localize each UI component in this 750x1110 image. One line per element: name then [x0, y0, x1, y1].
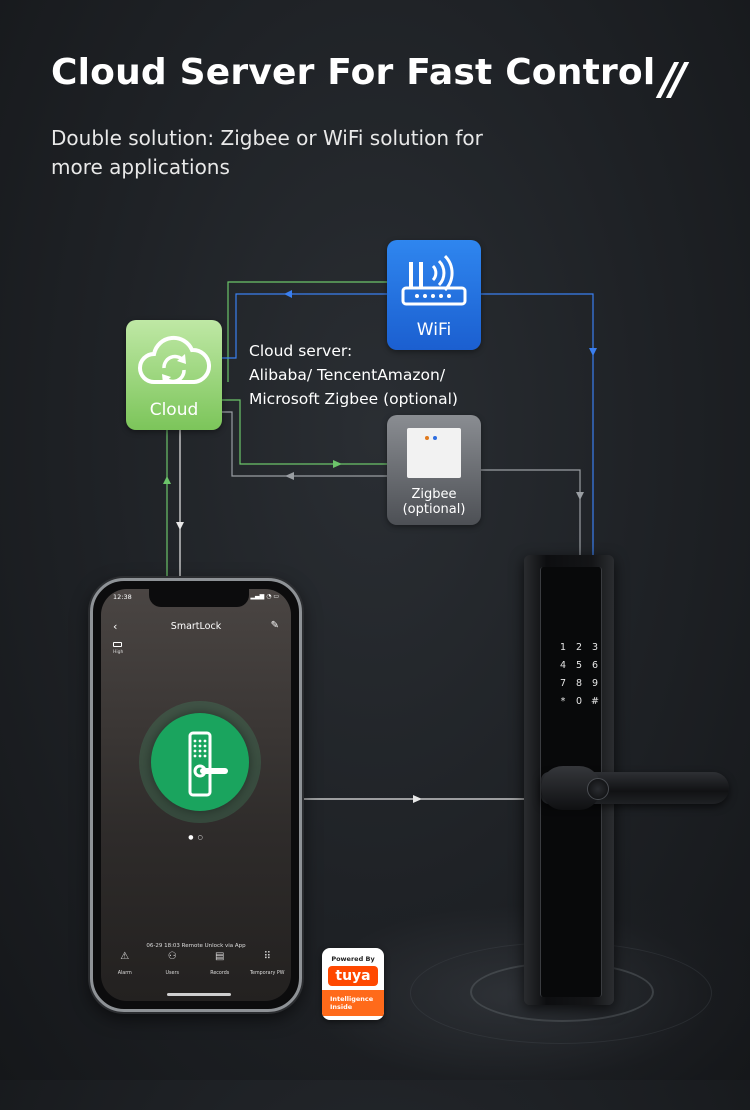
page-subtitle: Double solution: Zigbee or WiFi solution… [51, 126, 483, 179]
tuya-badge: Powered By tuya Intelligence Inside [322, 948, 384, 1020]
arrow-wifi-lock [589, 348, 597, 356]
cloud-label: Cloud [149, 400, 199, 420]
badge-tagline-line1: Intelligence [330, 995, 374, 1003]
server-info-line2: Alibaba/ TencentAmazon/ [249, 366, 446, 384]
connection-lines [163, 281, 597, 803]
server-info-line3: Microsoft Zigbee (optional) [249, 390, 458, 408]
tab-records-label: Records [210, 971, 230, 976]
key-hash: # [591, 696, 599, 707]
tab-alarm-label: Alarm [117, 971, 132, 976]
users-icon: ⚇ [167, 951, 177, 962]
battery-label: High [113, 650, 124, 655]
phone-notch [149, 589, 249, 607]
alarm-icon: ⚠ [120, 951, 130, 962]
zigbee-hub-icon [407, 428, 461, 478]
arrow-cloud-zigbee [333, 460, 342, 468]
badge-tagline-line2: Inside [330, 1003, 353, 1011]
home-indicator [167, 993, 231, 996]
key-4: 4 [559, 660, 567, 671]
status-icons: ▂▄▆ ◔ ▭ [250, 593, 279, 600]
tab-users-label: Users [165, 971, 179, 976]
key-3: 3 [591, 642, 599, 653]
unlock-button[interactable] [151, 713, 249, 811]
arrow-wifi-cloud [284, 290, 292, 298]
arrow-phone-cloud [163, 476, 171, 484]
cloud-sync-icon [138, 335, 211, 384]
key-0: 0 [575, 696, 583, 707]
zigbee-label-line2: (optional) [402, 502, 466, 517]
phone-screen: 12:38 ▂▄▆ ◔ ▭ ‹ SmartLock ✎ High ● ○ 06-… [101, 589, 291, 1001]
tab-alarm[interactable]: ⚠ Alarm [102, 951, 148, 985]
line-wifi-lock [481, 293, 594, 558]
cloud-node: Cloud [126, 320, 222, 430]
app-title: SmartLock [170, 621, 222, 632]
smartphone: 12:38 ▂▄▆ ◔ ▭ ‹ SmartLock ✎ High ● ○ 06-… [90, 578, 302, 1012]
fingerprint-sensor-icon [587, 778, 609, 800]
tab-temporary-pw[interactable]: ⠿ Temporary PW [244, 951, 290, 985]
line-zigbee-cloud [222, 411, 387, 477]
edit-icon[interactable]: ✎ [270, 620, 279, 631]
lock-keypad: 1 2 3 4 5 6 7 8 9 * 0 # [555, 641, 603, 709]
records-icon: ▤ [215, 951, 225, 962]
back-icon[interactable]: ‹ [113, 620, 118, 633]
status-time: 12:38 [113, 593, 132, 601]
tab-users[interactable]: ⚇ Users [149, 951, 195, 985]
wifi-node: WiFi [387, 240, 481, 350]
key-star: * [560, 696, 566, 707]
key-7: 7 [559, 678, 567, 689]
grid-icon: ⠿ [263, 951, 271, 962]
zigbee-label: Zigbee (optional) [387, 487, 481, 517]
arrow-cloud-phone [176, 522, 184, 530]
latest-record: 06-29 18:03 Remote Unlock via App [146, 943, 246, 949]
wifi-label: WiFi [416, 320, 452, 340]
tab-records[interactable]: ▤ Records [197, 951, 243, 985]
line-zigbee-lock [481, 469, 581, 558]
tab-temporary-pw-label: Temporary PW [249, 971, 285, 976]
key-2: 2 [575, 642, 583, 653]
battery-icon [113, 642, 122, 647]
arrow-phone-lock [413, 795, 422, 803]
key-6: 6 [591, 660, 599, 671]
arrow-zigbee-lock [576, 492, 584, 500]
router-icon [401, 254, 467, 306]
badge-powered-by: Powered By [331, 955, 375, 963]
badge-tagline: Intelligence Inside [322, 990, 384, 1016]
lock-handle [541, 766, 729, 810]
line-wifi-cloud [222, 293, 387, 359]
page-indicator: ● ○ [188, 834, 204, 841]
arrow-zigbee-cloud [285, 472, 294, 480]
tab-bar: ⚠ Alarm ⚇ Users ▤ Records ⠿ Temporary PW [101, 951, 291, 985]
tuya-logo: tuya [328, 966, 378, 986]
zigbee-label-line1: Zigbee [411, 487, 457, 502]
key-8: 8 [575, 678, 583, 689]
server-info: Cloud server: Alibaba/ TencentAmazon/ Mi… [249, 339, 458, 411]
key-5: 5 [575, 660, 583, 671]
zigbee-node: Zigbee (optional) [387, 415, 481, 525]
key-1: 1 [559, 642, 567, 653]
line-cloud-zigbee [222, 399, 387, 465]
key-9: 9 [591, 678, 599, 689]
server-info-line1: Cloud server: [249, 342, 353, 360]
line-cloud-wifi [227, 281, 387, 382]
door-lock-icon [188, 731, 228, 797]
page-title: Cloud Server For Fast Control [51, 52, 656, 93]
